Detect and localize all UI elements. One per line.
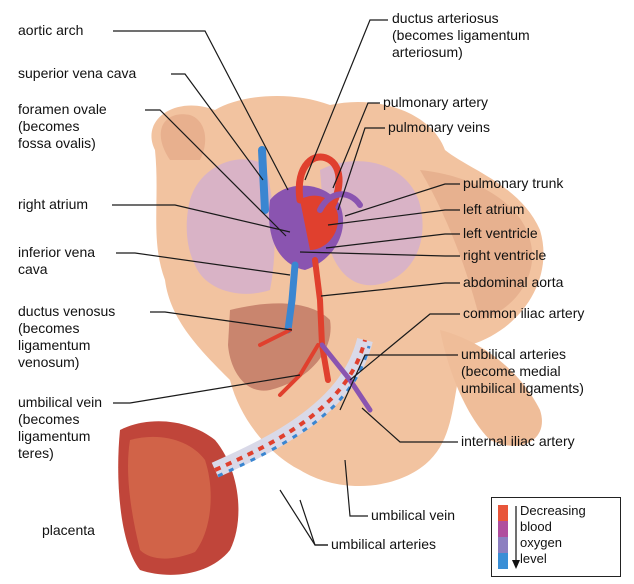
label-abdominal-aorta: abdominal aorta <box>463 274 563 291</box>
label-ductus-arteriosus: ductus arteriosus (becomes ligamentum ar… <box>392 10 530 61</box>
label-placenta: placenta <box>42 522 95 539</box>
oxygen-legend: Decreasing blood oxygen level <box>491 497 621 577</box>
legend-swatch-red <box>498 505 508 521</box>
label-ductus-venosus: ductus venosus (becomes ligamentum venos… <box>18 303 115 371</box>
down-arrow-icon <box>512 506 520 570</box>
label-left-atrium: left atrium <box>463 201 524 218</box>
label-common-iliac-artery: common iliac artery <box>463 305 584 322</box>
label-right-atrium: right atrium <box>18 196 88 213</box>
label-aortic-arch: aortic arch <box>18 22 83 39</box>
label-umbilical-vein-bottom: umbilical vein <box>371 507 455 524</box>
label-left-ventricle: left ventricle <box>463 225 538 242</box>
label-umbilical-vein-left: umbilical vein (becomes ligamentum teres… <box>18 394 102 462</box>
legend-swatch-magenta <box>498 521 508 537</box>
label-superior-vena-cava: superior vena cava <box>18 65 136 82</box>
label-umbilical-arteries-bottom: umbilical arteries <box>331 536 436 553</box>
label-inferior-vena-cava: inferior vena cava <box>18 244 95 278</box>
label-pulmonary-trunk: pulmonary trunk <box>463 175 563 192</box>
label-pulmonary-artery: pulmonary artery <box>383 94 488 111</box>
label-pulmonary-veins: pulmonary veins <box>388 119 490 136</box>
legend-swatch-blue <box>498 553 508 569</box>
label-right-ventricle: right ventricle <box>463 247 546 264</box>
placenta-shape <box>118 421 238 575</box>
label-foramen-ovale: foramen ovale (becomes fossa ovalis) <box>18 101 107 152</box>
legend-text: Decreasing blood oxygen level <box>520 503 586 567</box>
label-internal-iliac-artery: internal iliac artery <box>461 433 575 450</box>
legend-swatch-violet <box>498 537 508 553</box>
label-umbilical-arteries-right: umbilical arteries (become medial umbili… <box>461 346 584 397</box>
